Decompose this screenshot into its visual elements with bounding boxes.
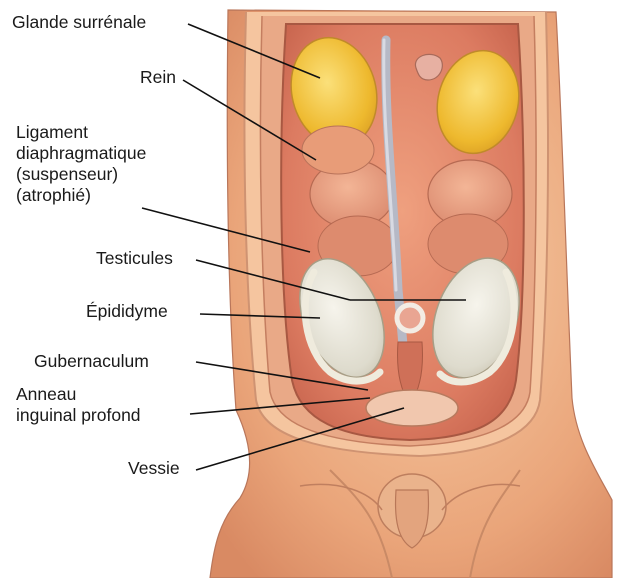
label-ligament-line1: Ligament: [16, 122, 146, 143]
label-epididyme: Épididyme: [86, 301, 168, 322]
label-anneau: Anneau inguinal profond: [16, 384, 141, 426]
label-ligament-line2: diaphragmatique: [16, 143, 146, 164]
label-ligament-line3: (suspenseur): [16, 164, 146, 185]
rectum: [397, 305, 423, 331]
label-testicules: Testicules: [96, 248, 173, 269]
adrenal-gland: [415, 54, 442, 80]
label-anneau-line2: inguinal profond: [16, 405, 141, 426]
label-gubernaculum: Gubernaculum: [34, 351, 149, 372]
label-ligament-line4: (atrophié): [16, 185, 146, 206]
bladder: [366, 390, 458, 426]
label-ligament: Ligament diaphragmatique (suspenseur) (a…: [16, 122, 146, 206]
label-anneau-line1: Anneau: [16, 384, 141, 405]
label-rein: Rein: [140, 67, 176, 88]
left-kidney-lower: [302, 126, 374, 174]
label-vessie: Vessie: [128, 458, 180, 479]
label-glande-surrenale: Glande surrénale: [12, 12, 146, 33]
